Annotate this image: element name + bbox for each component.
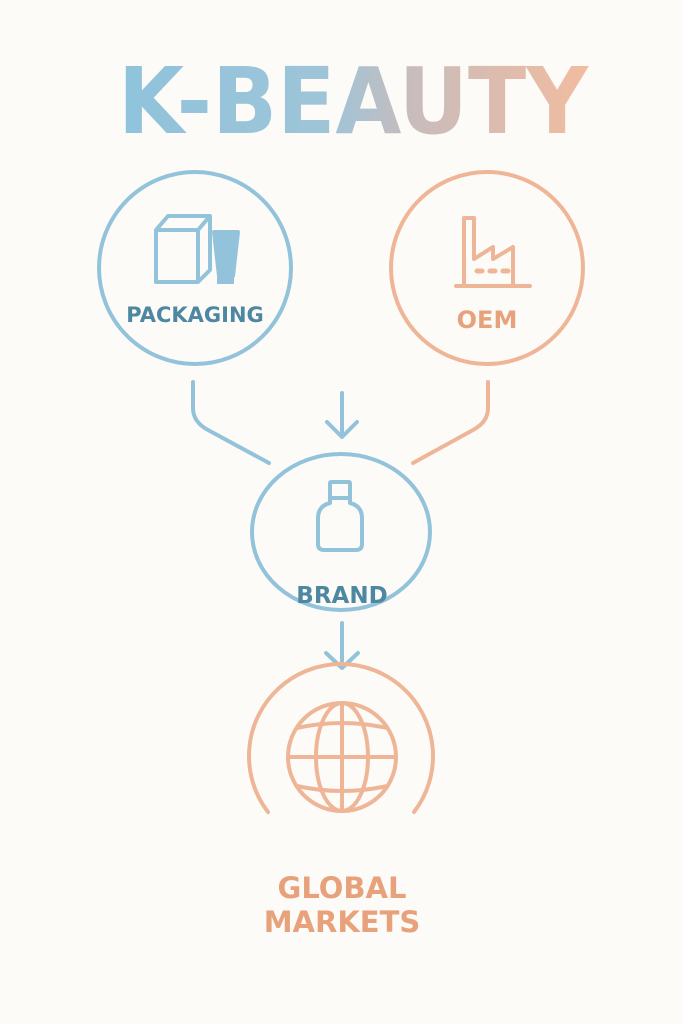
global-markets-node: GLOBAL MARKETS bbox=[247, 662, 435, 939]
brand-label: BRAND bbox=[296, 583, 387, 609]
arch bbox=[247, 662, 435, 814]
bottle-icon bbox=[316, 480, 364, 552]
oem-connector bbox=[411, 380, 490, 465]
factory-icon bbox=[454, 216, 532, 288]
oem-node: OEM bbox=[389, 170, 585, 366]
global-label-line2: MARKETS bbox=[264, 905, 421, 939]
arrow-down-icon bbox=[324, 621, 360, 670]
arrow-down-icon bbox=[325, 391, 359, 439]
packaging-connector bbox=[191, 380, 271, 465]
title: K-BEAUTY bbox=[118, 48, 589, 155]
oem-label: OEM bbox=[457, 306, 518, 334]
box-and-tube-icon bbox=[154, 214, 240, 284]
packaging-node: PACKAGING bbox=[97, 170, 293, 366]
packaging-label: PACKAGING bbox=[126, 303, 264, 327]
brand-node: BRAND bbox=[250, 452, 432, 612]
global-label-line1: GLOBAL bbox=[278, 871, 407, 905]
globe-icon bbox=[286, 701, 398, 813]
